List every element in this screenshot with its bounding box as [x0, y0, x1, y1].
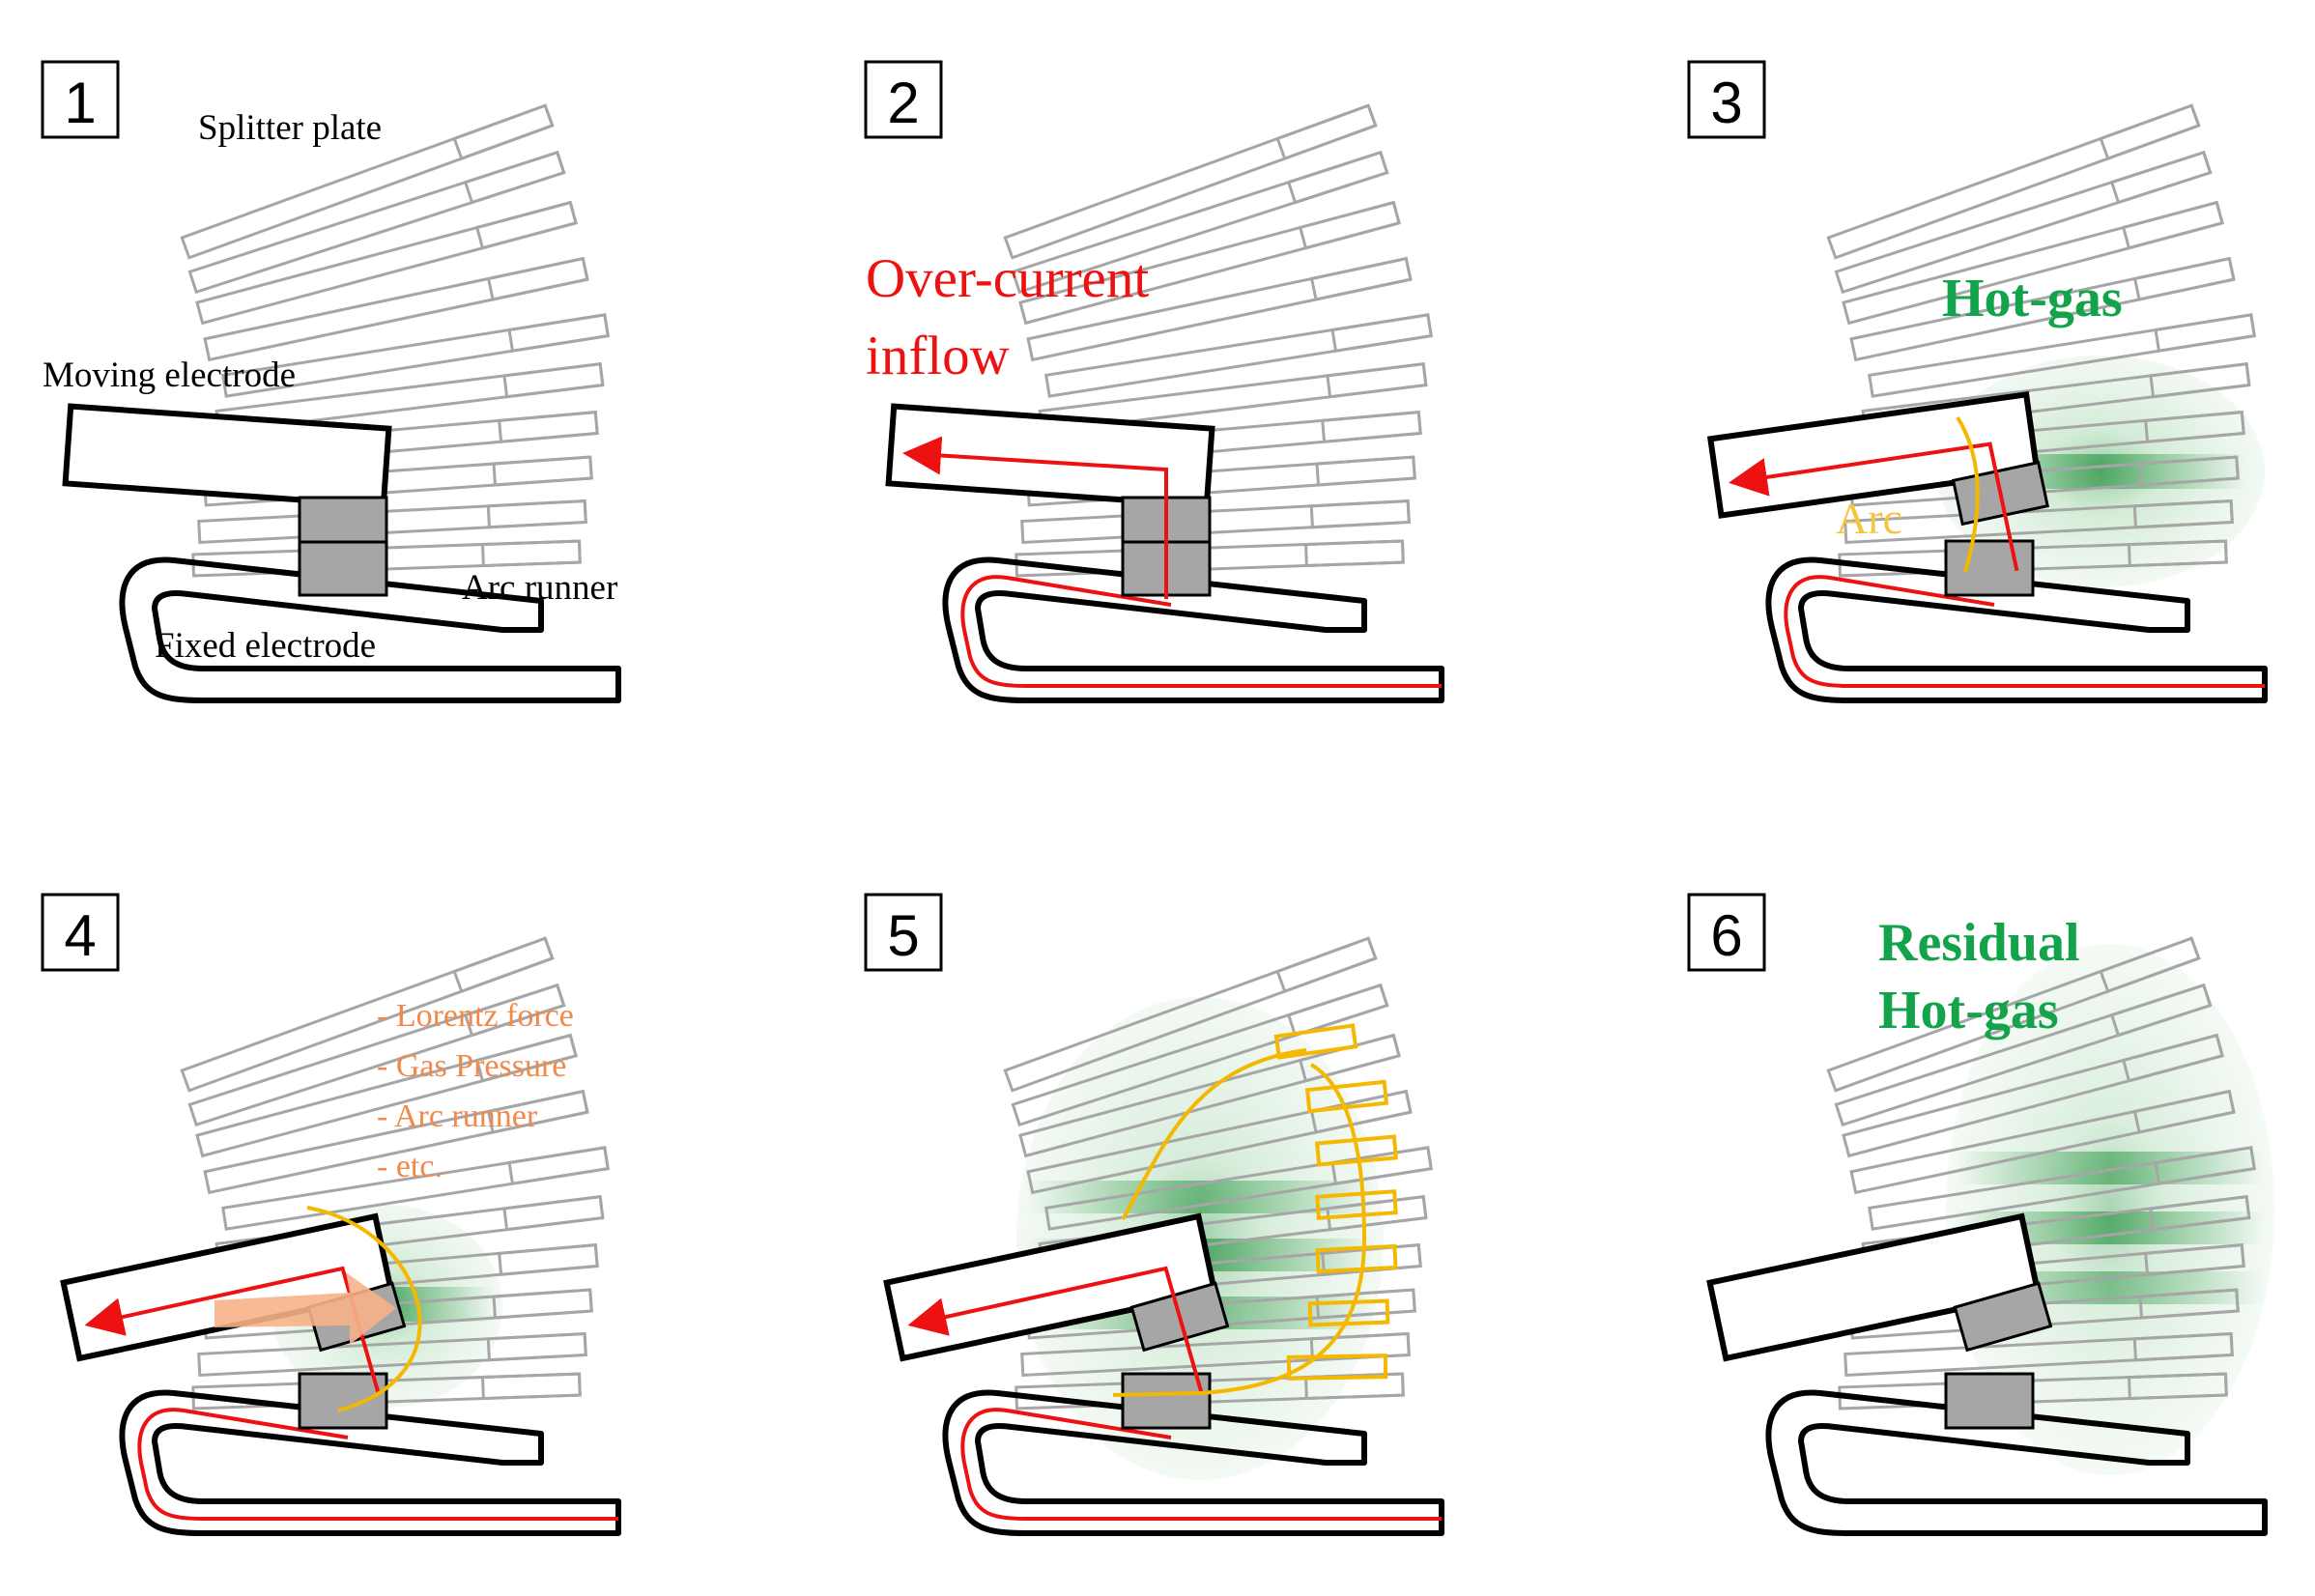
splitter-plate — [180, 936, 555, 1093]
splitter-plate — [1826, 103, 2201, 260]
panel-number-box — [864, 60, 943, 139]
splitter-plate — [1842, 200, 2224, 326]
over-current-label-line2: inflow — [866, 326, 1010, 386]
splitter-plate — [1020, 499, 1411, 545]
panel-1: 1 Splitter plate Moving electrode Arc ru… — [41, 60, 621, 703]
force-arrow — [214, 1272, 396, 1345]
splitter-plate — [203, 1089, 589, 1195]
fixed-contact — [1944, 539, 2035, 597]
splitter-plate — [1018, 200, 1401, 326]
panel-number-box — [41, 60, 120, 139]
hot-gas-label: Hot-gas — [1942, 269, 2123, 328]
splitter-plate — [221, 1146, 610, 1231]
fixed-contact — [298, 1372, 388, 1430]
panel-number-box — [864, 893, 943, 972]
panel-3: 3 Arc Hot-gas — [1687, 60, 2268, 703]
moving-contact — [1953, 1281, 2053, 1353]
splitter-plate — [1834, 150, 2213, 295]
splitter-plate — [1842, 1033, 2224, 1158]
moving-contact — [298, 496, 388, 544]
fixed-electrode — [942, 1372, 1444, 1536]
panel-number: 5 — [887, 903, 919, 968]
splitter-plate — [1843, 1331, 2234, 1378]
moving-electrode-group — [883, 1212, 1230, 1394]
splitter-plate — [180, 103, 555, 260]
splitter-plate — [1011, 983, 1389, 1127]
arc-label: Arc — [1836, 494, 1902, 543]
splitter-plate — [197, 499, 587, 545]
fixed-contact — [1121, 1372, 1212, 1430]
splitter-plate — [203, 256, 589, 362]
arc-runner-label: Arc runner — [462, 568, 617, 608]
splitter-plate — [1868, 313, 2256, 398]
splitter-plate-label: Splitter plate — [198, 108, 382, 148]
splitter-plate — [1868, 1146, 2256, 1231]
panel-number-box — [1687, 893, 1766, 972]
splitter-plate — [1044, 313, 1433, 398]
splitter-plate — [221, 313, 610, 398]
residual-label-line1: Residual — [1878, 913, 2080, 973]
splitter-plate — [195, 1033, 578, 1158]
fixed-electrode-label: Fixed electrode — [155, 626, 376, 666]
panel-5: 5 — [864, 893, 1444, 1536]
fixed-electrode — [119, 1372, 621, 1536]
splitter-plates — [1003, 103, 1433, 578]
splitter-plate — [1826, 936, 2201, 1093]
panel-number: 4 — [64, 903, 96, 968]
over-current-label-line1: Over-current — [866, 248, 1149, 309]
panel-number: 3 — [1710, 71, 1742, 135]
splitter-plate — [197, 1331, 587, 1378]
fixed-electrode — [1765, 1372, 2268, 1536]
splitter-plate — [1003, 103, 1378, 260]
splitter-plate — [1849, 1089, 2236, 1195]
panel-number: 2 — [887, 71, 919, 135]
splitter-plate — [187, 983, 566, 1127]
splitter-plate — [1026, 256, 1413, 362]
moving-electrode-label: Moving electrode — [43, 356, 296, 395]
force-item-2: - Gas Pressure — [377, 1048, 566, 1084]
splitter-plates — [180, 103, 610, 578]
splitter-plate — [1044, 1146, 1433, 1231]
fixed-contact — [1944, 1372, 2035, 1430]
fixed-electrode — [119, 539, 621, 703]
splitter-plate — [1003, 936, 1378, 1093]
splitter-plate — [1843, 499, 2234, 545]
arc-segments — [1112, 1023, 1398, 1397]
moving-electrode-group — [885, 403, 1215, 599]
splitter-plate — [1011, 150, 1389, 295]
panel-6: 6 Residual Hot-gas — [1687, 893, 2274, 1536]
residual-label-line2: Hot-gas — [1878, 981, 2059, 1040]
moving-electrode-group — [1706, 1212, 2053, 1362]
force-item-1: - Lorentz force — [377, 998, 574, 1034]
splitter-plate — [1849, 256, 2236, 362]
panel-number: 6 — [1710, 903, 1742, 968]
panel-number: 1 — [64, 71, 96, 135]
splitter-plate — [1834, 983, 2213, 1127]
force-item-3: - Arc runner — [377, 1098, 538, 1134]
panel-2: 2 Over-current inflow — [864, 60, 1444, 703]
splitter-plate — [1026, 1089, 1413, 1195]
force-item-4: - etc. — [377, 1149, 443, 1184]
panel-number-box — [1687, 60, 1766, 139]
moving-electrode-group — [62, 403, 392, 544]
panel-4: 4 - Lorentz force - Gas Pressure - Arc r… — [41, 893, 621, 1536]
fixed-electrode — [1765, 539, 2268, 703]
panel-number-box — [41, 893, 120, 972]
fixed-contact — [298, 539, 388, 597]
arc-path — [1956, 415, 1980, 573]
splitter-plate — [195, 200, 578, 326]
splitter-plate — [187, 150, 566, 295]
arc-path — [306, 1206, 422, 1412]
